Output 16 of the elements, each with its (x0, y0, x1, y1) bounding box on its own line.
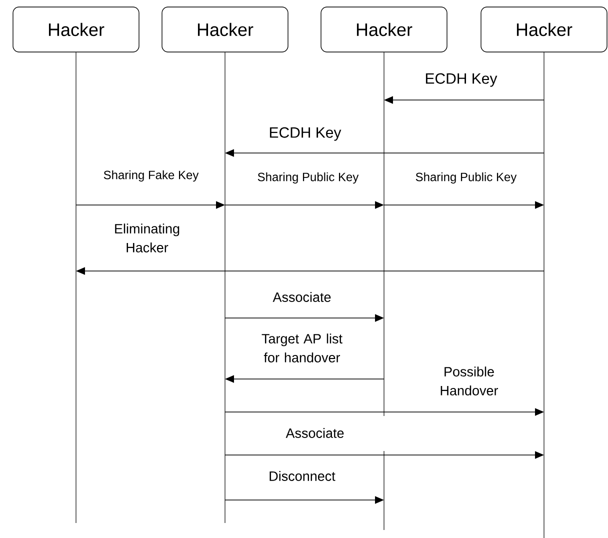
edge-label: Disconnect (270, 471, 336, 481)
participant-box: Hacker (480, 6, 608, 52)
edge-label: Possible Handover (440, 366, 498, 396)
edge-label: ECDH Key (426, 73, 498, 87)
edge-label: Sharing Public Key (416, 172, 517, 184)
edge-label: ECDH Key (270, 127, 342, 141)
lifeline (224, 52, 226, 524)
edge-label: Associate (286, 428, 344, 438)
edge-label: Eliminating Hacker (115, 224, 180, 252)
edge-label: Sharing Fake Key (104, 170, 199, 182)
participant-box: Hacker (12, 6, 140, 52)
edge-label: Associate (272, 292, 331, 302)
participant-box: Hacker (320, 6, 448, 52)
edge-label: Target AP list for handover (262, 334, 342, 362)
edge-label: Sharing Public Key (258, 172, 359, 184)
participant-box: Hacker (162, 6, 288, 52)
